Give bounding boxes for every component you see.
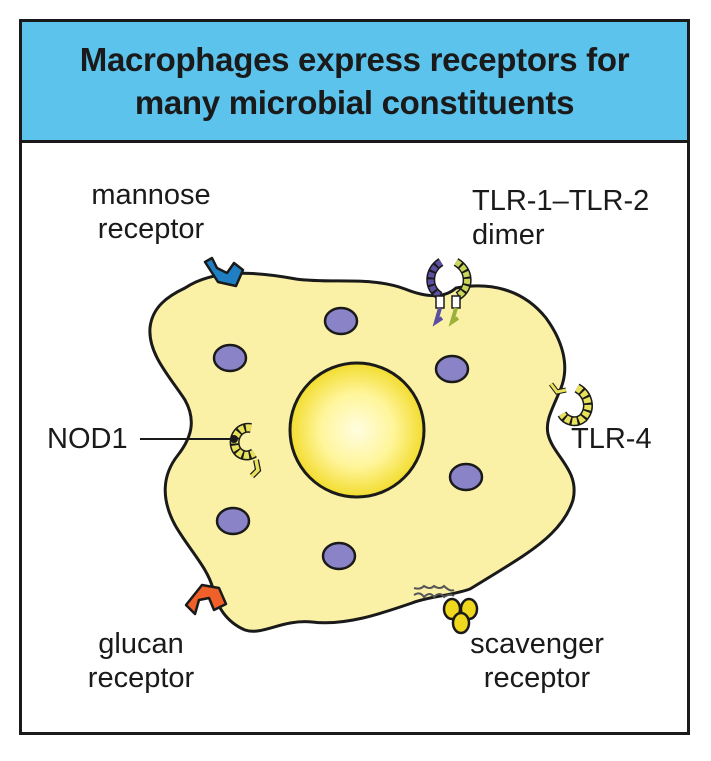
title-line-1: Macrophages express receptors for — [79, 41, 630, 78]
scavenger-receptor-label: scavenger receptor — [462, 627, 612, 695]
glucan-label-line-1: glucan — [98, 628, 184, 660]
glucan-receptor-label: glucan receptor — [76, 627, 206, 695]
mannose-receptor-icon — [203, 256, 245, 288]
tlr12-label-line-2: dimer — [472, 219, 545, 251]
nucleus — [288, 361, 426, 499]
glucan-receptor-icon — [184, 583, 228, 616]
mannose-label-line-1: mannose — [91, 179, 211, 211]
title-line-2: many microbial constituents — [134, 84, 575, 121]
diagram-title: Macrophages express receptors for many m… — [80, 38, 630, 124]
nod1-label: NOD1 — [47, 423, 128, 455]
granule — [215, 506, 251, 536]
scavenger-label-line-1: scavenger — [470, 628, 604, 660]
tlr1-tlr2-dimer-label: TLR-1–TLR-2 dimer — [472, 184, 649, 252]
tlr12-label-line-1: TLR-1–TLR-2 — [472, 185, 650, 217]
granule — [434, 354, 470, 384]
tlr1-tlr2-dimer-icon — [426, 258, 472, 327]
nod1-icon — [229, 422, 262, 479]
granule — [323, 306, 359, 336]
nod1-pointer-dot — [230, 435, 238, 443]
granule — [448, 462, 484, 492]
granules — [212, 306, 484, 571]
tlr4-icon — [549, 382, 593, 427]
mannose-label-line-2: receptor — [97, 213, 205, 245]
scavenger-receptor-icon — [413, 584, 479, 635]
glucan-label-line-2: receptor — [87, 662, 195, 694]
title-banner: Macrophages express receptors for many m… — [22, 22, 687, 143]
granule — [212, 343, 248, 373]
mannose-receptor-label: mannose receptor — [86, 178, 216, 246]
tlr4-label: TLR-4 — [571, 423, 652, 455]
scavenger-label-line-2: receptor — [483, 662, 591, 694]
granule — [321, 541, 357, 571]
